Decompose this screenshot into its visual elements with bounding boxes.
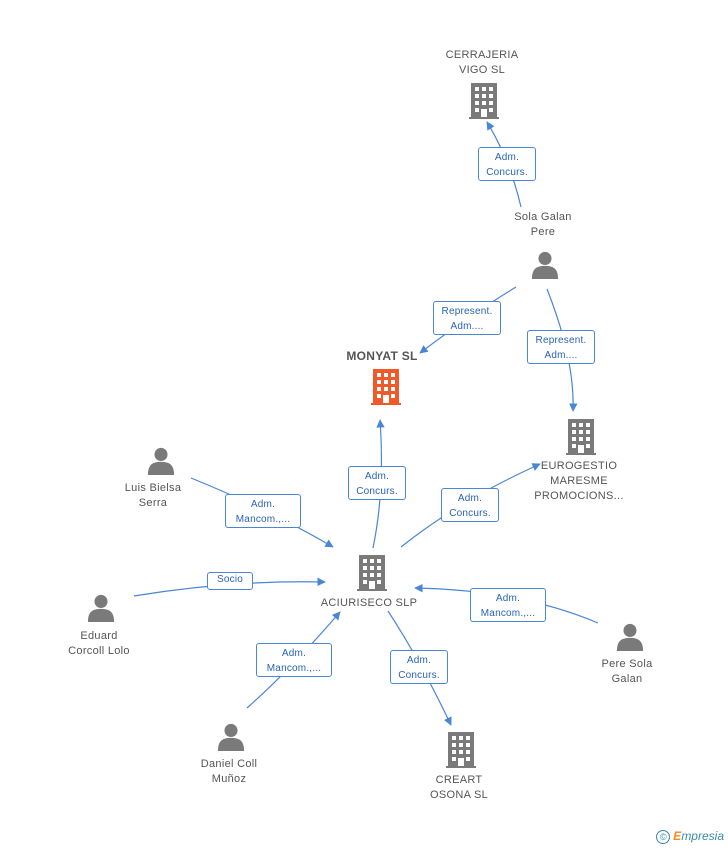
edge-label-line: Adm. (250, 499, 276, 510)
edge-label-line: Mancom.,... (266, 663, 322, 674)
node-label-line: Daniel Coll (200, 758, 258, 770)
edge-label-line: Adm. (364, 471, 390, 482)
node-label-line: VIGO SL (458, 64, 506, 76)
edge-label-aciuriseco-to-eurogestio[interactable]: Adm. Concurs. (441, 488, 499, 522)
node-label-line: Sola Galan (514, 211, 572, 223)
node-label-line: Luis Bielsa (124, 482, 182, 494)
edge-label-line: Mancom.,... (235, 514, 291, 525)
edge-label-line: Mancom.,... (480, 608, 536, 619)
edge-label-line: Adm. (457, 493, 483, 504)
node-label-line: Corcoll Lolo (68, 645, 130, 657)
node-label-line: OSONA SL (429, 789, 489, 801)
edge-label-daniel_coll-to-aciuriseco[interactable]: Adm. Mancom.,... (256, 643, 332, 677)
edge-label-line: Adm.... (544, 350, 578, 361)
edge-label-line: Represent. (535, 335, 587, 346)
nodes-layer (87, 83, 644, 768)
node-label-eurogestio[interactable]: EUROGESTIO MARESME PROMOCIONS... (534, 459, 623, 504)
eduard-corcoll-person-icon[interactable] (87, 594, 115, 622)
cerrajeria-building-icon[interactable] (469, 83, 499, 119)
edge-label-line: Concurs. (356, 486, 398, 497)
node-label-line: Eduard (80, 630, 118, 642)
edge-label-line: Adm. (495, 593, 521, 604)
daniel-coll-person-icon[interactable] (217, 723, 245, 751)
edge-label-line: Adm. (494, 152, 520, 163)
node-label-line: MONYAT SL (346, 349, 418, 363)
node-label-line: Muñoz (211, 773, 247, 785)
edge-label-sola_galan_pere-to-eurogestio[interactable]: Represent. Adm.... (527, 330, 595, 364)
eurogestio-building-icon[interactable] (566, 419, 596, 455)
edge-label-aciuriseco-to-monyat[interactable]: Adm. Concurs. (348, 466, 406, 500)
node-label-line: Pere Sola (601, 658, 653, 670)
copyright-footer: ©Empresia (656, 829, 724, 844)
node-label-aciuriseco[interactable]: ACIURISECO SLP (321, 596, 418, 611)
edge-label-aciuriseco-to-creart[interactable]: Adm. Concurs. (390, 650, 448, 684)
brand-logo-text: mpresia (681, 829, 724, 844)
edge-label-line: Concurs. (486, 167, 528, 178)
node-label-line: Serra (138, 497, 168, 509)
edge-label-pere_sola_galan-to-aciuriseco[interactable]: Adm. Mancom.,... (470, 588, 546, 622)
node-label-line: EUROGESTIO (540, 460, 618, 472)
node-label-line: PROMOCIONS... (534, 490, 624, 502)
edge-label-eduard_corcoll-to-aciuriseco[interactable]: Socio (207, 572, 253, 590)
node-label-line: CREART (435, 774, 483, 786)
node-label-cerrajeria[interactable]: CERRAJERIA VIGO SL (446, 48, 519, 78)
pere-sola-galan-person-icon[interactable] (616, 623, 644, 651)
edge-label-sola_galan_pere-to-cerrajeria[interactable]: Adm. Concurs. (478, 147, 536, 181)
edge-label-line: Adm. (281, 648, 307, 659)
edge-label-sola_galan_pere-to-monyat[interactable]: Represent. Adm.... (433, 301, 501, 335)
node-label-line: ACIURISECO SLP (320, 597, 418, 609)
brand-logo-initial: E (673, 829, 682, 844)
node-label-monyat[interactable]: MONYAT SL (346, 349, 417, 364)
luis-bielsa-person-icon[interactable] (147, 447, 175, 475)
node-label-line: MARESME (550, 475, 608, 487)
edge-label-line: Adm. (406, 655, 432, 666)
edge-label-line: Socio (216, 574, 243, 585)
node-label-line: Galan (611, 673, 643, 685)
sola-galan-pere-person-icon[interactable] (531, 251, 559, 279)
edge-label-luis_bielsa-to-aciuriseco[interactable]: Adm. Mancom.,... (225, 494, 301, 528)
copyright-icon: © (656, 830, 671, 844)
node-label-creart[interactable]: CREART OSONA SL (430, 773, 488, 803)
edge-label-line: Represent. (441, 306, 493, 317)
node-label-line: Pere (530, 226, 556, 238)
edge-label-line: Concurs. (398, 670, 440, 681)
monyat-building-icon[interactable] (371, 369, 401, 405)
aciuriseco-building-icon[interactable] (357, 555, 387, 591)
edge-label-line: Adm.... (450, 321, 484, 332)
edge-label-line: Concurs. (449, 508, 491, 519)
creart-building-icon[interactable] (446, 732, 476, 768)
node-label-line: CERRAJERIA (445, 49, 519, 61)
